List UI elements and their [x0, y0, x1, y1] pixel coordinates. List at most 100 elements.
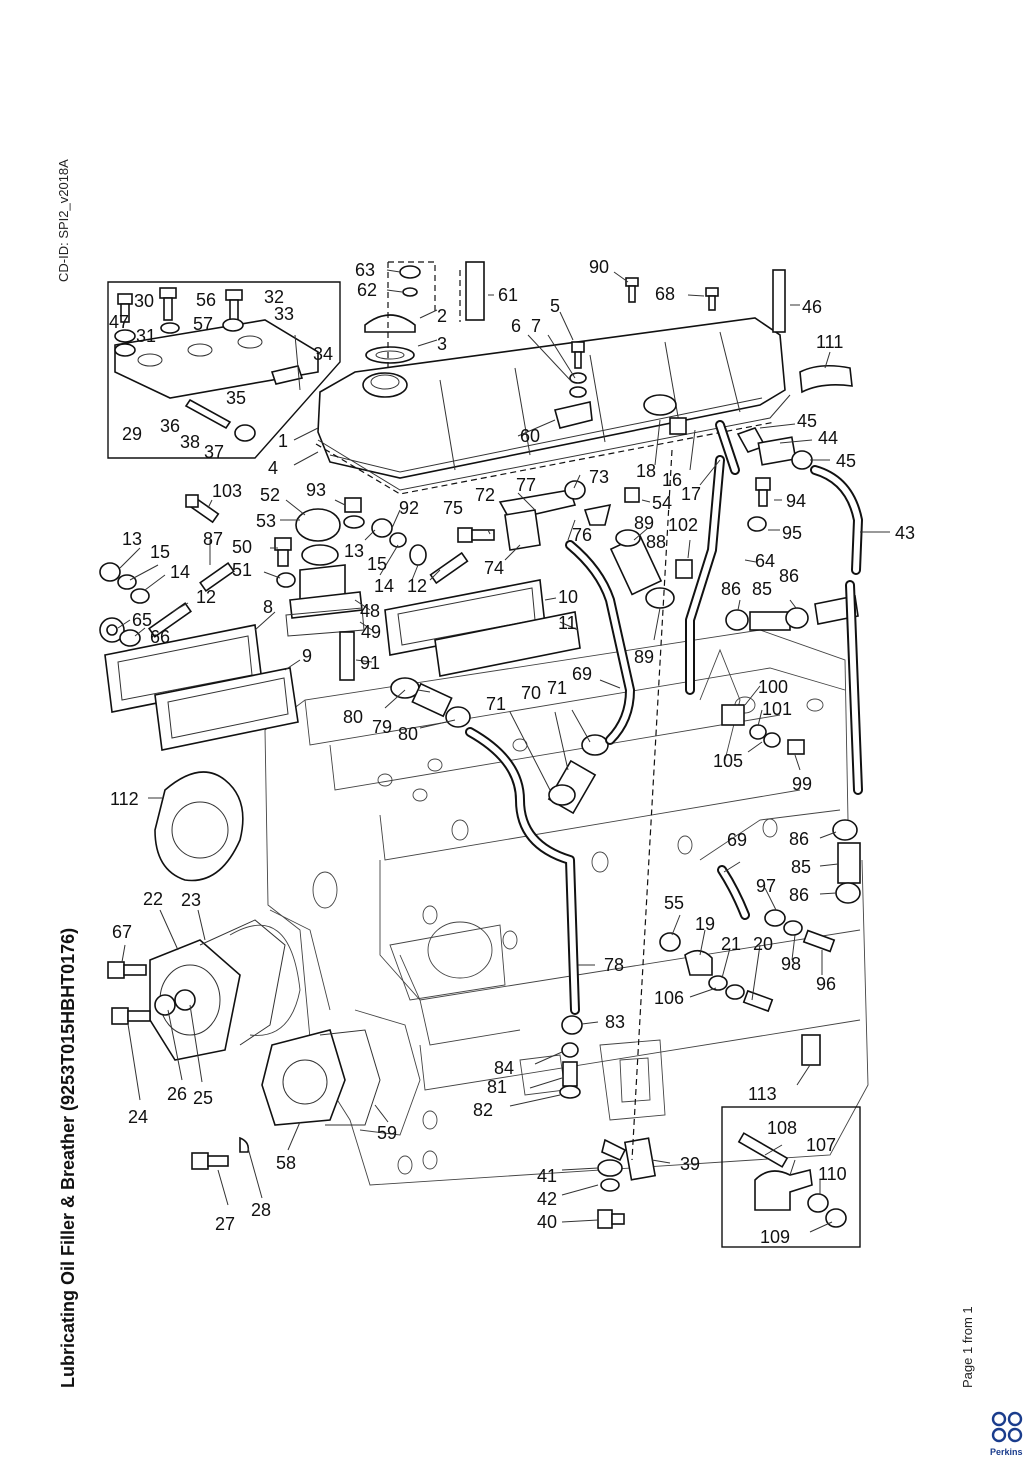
callout-56: 56: [196, 290, 216, 310]
callout-15a: 15: [150, 542, 170, 562]
callout-71b: 71: [547, 678, 567, 698]
callout-42: 42: [537, 1189, 557, 1209]
callout-49: 49: [361, 622, 381, 642]
callout-87: 87: [203, 529, 223, 549]
callout-95: 95: [782, 523, 802, 543]
callout-14a: 14: [170, 562, 190, 582]
callout-80a: 80: [343, 707, 363, 727]
callout-81: 81: [487, 1077, 507, 1097]
callout-34: 34: [313, 344, 333, 364]
callout-78: 78: [604, 955, 624, 975]
callout-13b: 13: [344, 541, 364, 561]
callout-21: 21: [721, 934, 741, 954]
callout-105: 105: [713, 751, 743, 771]
callout-58: 58: [276, 1153, 296, 1173]
callout-96: 96: [816, 974, 836, 994]
callout-89a: 89: [634, 513, 654, 533]
callout-43: 43: [895, 523, 915, 543]
callout-63: 63: [355, 260, 375, 280]
callout-13a: 13: [122, 529, 142, 549]
callout-38: 38: [180, 432, 200, 452]
callout-67: 67: [112, 922, 132, 942]
callout-1: 1: [278, 431, 288, 451]
callout-84: 84: [494, 1058, 514, 1078]
callout-89b: 89: [634, 647, 654, 667]
engine-block-outline: [264, 629, 869, 1186]
callout-85b: 85: [791, 857, 811, 877]
callout-73: 73: [589, 467, 609, 487]
callout-4: 4: [268, 458, 278, 478]
inset-cover-detail: [107, 281, 341, 459]
callout-6: 6: [511, 316, 521, 336]
callout-59: 59: [377, 1123, 397, 1143]
filler-cap-group: [364, 261, 485, 372]
callout-109: 109: [760, 1227, 790, 1247]
callout-61: 61: [498, 285, 518, 305]
callout-41: 41: [537, 1166, 557, 1186]
rocker-cover-60: [315, 317, 791, 495]
callout-101: 101: [762, 699, 792, 719]
callout-3: 3: [437, 334, 447, 354]
callout-30: 30: [134, 291, 154, 311]
callout-91: 91: [360, 653, 380, 673]
callout-57: 57: [193, 314, 213, 334]
callout-12a: 12: [196, 587, 216, 607]
callout-74: 74: [484, 558, 504, 578]
callout-37: 37: [204, 442, 224, 462]
callout-64: 64: [755, 551, 775, 571]
callout-106: 106: [654, 988, 684, 1008]
callout-45b: 45: [836, 451, 856, 471]
callout-62: 62: [357, 280, 377, 300]
callout-52: 52: [260, 485, 280, 505]
callout-14b: 14: [374, 576, 394, 596]
callout-69a: 69: [572, 664, 592, 684]
callout-103: 103: [212, 481, 242, 501]
callout-55: 55: [664, 893, 684, 913]
callout-75: 75: [443, 498, 463, 518]
callout-97: 97: [756, 876, 776, 896]
callout-80b: 80: [398, 724, 418, 744]
callout-90: 90: [589, 257, 609, 277]
callout-86c: 86: [789, 829, 809, 849]
callout-7: 7: [531, 316, 541, 336]
callout-86d: 86: [789, 885, 809, 905]
callout-40: 40: [537, 1212, 557, 1232]
callout-48: 48: [360, 601, 380, 621]
callout-9: 9: [302, 646, 312, 666]
callout-85a: 85: [752, 579, 772, 599]
brand-name: Perkins: [990, 1447, 1023, 1457]
callout-24: 24: [128, 1107, 148, 1127]
callout-83: 83: [605, 1012, 625, 1032]
callout-22: 22: [143, 889, 163, 909]
callout-46: 46: [802, 297, 822, 317]
callout-44: 44: [818, 428, 838, 448]
callout-32: 32: [264, 287, 284, 307]
callout-66: 66: [150, 627, 170, 647]
perkins-logo: [991, 1411, 1023, 1443]
callout-65: 65: [132, 610, 152, 630]
callout-86b: 86: [779, 566, 799, 586]
callout-16: 16: [662, 470, 682, 490]
callout-110: 110: [818, 1164, 847, 1184]
callout-113: 113: [748, 1084, 777, 1104]
callout-23: 23: [181, 890, 201, 910]
callout-15b: 15: [367, 554, 387, 574]
callout-68: 68: [655, 284, 675, 304]
callout-88: 88: [646, 532, 666, 552]
callout-69b: 69: [727, 830, 747, 850]
leader-lines: [117, 269, 890, 1233]
callout-76: 76: [572, 525, 592, 545]
callout-33: 33: [274, 304, 294, 324]
callout-11: 11: [558, 613, 577, 633]
callout-45a: 45: [797, 411, 817, 431]
callout-86a: 86: [721, 579, 741, 599]
callout-47: 47: [109, 312, 129, 332]
callout-100: 100: [758, 677, 788, 697]
callout-50: 50: [232, 537, 252, 557]
callout-20: 20: [753, 934, 773, 954]
callout-17: 17: [681, 484, 701, 504]
callout-27: 27: [215, 1214, 235, 1234]
callout-99: 99: [792, 774, 812, 794]
callout-71a: 71: [486, 694, 506, 714]
